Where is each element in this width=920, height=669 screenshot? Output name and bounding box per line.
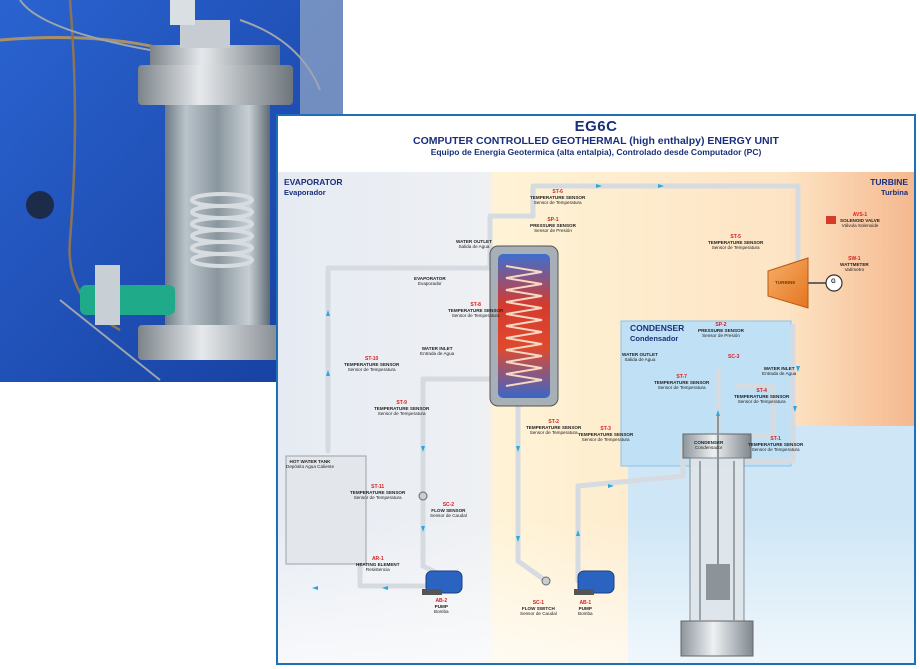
label-st9: ST-9 TEMPERATURE SENSOR Sensor de Temper…: [374, 400, 430, 417]
label-st10: ST-10 TEMPERATURE SENSOR Sensor de Tempe…: [344, 356, 400, 373]
flow-arrows: [312, 184, 800, 590]
hot-water-tank: [285, 455, 367, 565]
section-turbine-en: TURBINE: [870, 177, 908, 187]
label-st11: ST-11 TEMPERATURE SENSOR Sensor de Tempe…: [350, 484, 406, 501]
tag-sp1: SP-1: [547, 217, 559, 223]
label-ar1: AR-1 HEATING ELEMENT Resistencia: [356, 556, 400, 573]
label-st2: ST-2 TEMPERATURE SENSOR Sensor de Temper…: [526, 419, 582, 436]
label-st1: ST-1 TEMPERATURE SENSOR Sensor de Temper…: [748, 436, 804, 453]
turbine: [767, 257, 809, 309]
label-ab2: AB-2 PUMP Bomba: [434, 598, 449, 615]
section-condenser: CONDENSER Condensador: [630, 323, 685, 343]
label-st3: ST-3 TEMPERATURE SENSOR Sensor de Temper…: [578, 426, 634, 443]
label-st4: ST-4 TEMPERATURE SENSOR Sensor de Temper…: [734, 388, 790, 405]
section-evaporator-es: Evaporador: [284, 187, 326, 197]
label-sc3: SC-3: [728, 354, 740, 360]
label-hot-water-tank: HOT WATER TANK Depósito Agua Caliente: [286, 459, 335, 470]
label-condenser-box: CONDENSER Condensador: [694, 440, 724, 451]
label-sc2: SC-2 FLOW SENSOR Sensor de Caudal: [430, 502, 467, 519]
diagram-code: EG6C: [574, 118, 618, 135]
diagram-header: EG6C COMPUTER CONTROLLED GEOTHERMAL (hig…: [278, 116, 914, 176]
section-condenser-en: CONDENSER: [630, 323, 685, 333]
diagram-panel: EG6C COMPUTER CONTROLLED GEOTHERMAL (hig…: [276, 114, 916, 665]
diagram-title: COMPUTER CONTROLLED GEOTHERMAL (high ent…: [413, 135, 779, 147]
label-ab1: AB-1 PUMP Bomba: [578, 600, 593, 617]
tag-st6: ST-6: [552, 189, 563, 195]
label-water-inlet-cond: WATER INLET Entrada de Agua: [762, 366, 797, 377]
evaporator-coil: [505, 265, 543, 387]
section-evaporator-en: EVAPORATOR: [284, 177, 343, 187]
diagram-subtitle: Equipo de Energia Geotermica (alta ental…: [430, 147, 762, 157]
section-condenser-es: Condensador: [630, 333, 679, 343]
label-st5: ST-5 TEMPERATURE SENSOR Sensor de Temper…: [708, 234, 764, 251]
label-avs1: AVS-1 SOLENOID VALVE Válvula Solenoide: [840, 212, 880, 229]
label-sp2: SP-2 PRESSURE SENSOR Sensor de Presión: [698, 322, 744, 339]
label-water-outlet-cond: WATER OUTLET Salida de Agua: [622, 352, 658, 363]
label-water-inlet-left: WATER INLET Entrada de Agua: [420, 346, 455, 357]
label-sw1: SW-1 WATTMETER Vatímetro: [840, 256, 869, 273]
pump-ab2: [422, 570, 463, 595]
label-generator: G: [831, 279, 836, 285]
section-evaporator: EVAPORATOR Evaporador: [284, 177, 343, 197]
diagram-graphics: [278, 172, 914, 663]
label-turbine-box: TURBINE: [775, 280, 796, 285]
label-evaporator: EVAPORATOR Evaporador: [414, 276, 446, 287]
generator: [825, 274, 843, 292]
section-turbine-es: Turbina: [881, 187, 908, 197]
label-sc1: SC-1 FLOW SWITCH Sensor de Caudal: [520, 600, 557, 617]
label-st6: ST-6 TEMPERATURE SENSOR Sensor de Temper…: [530, 189, 586, 206]
condenser-column: [680, 416, 754, 657]
pump-ab1: [574, 570, 615, 595]
label-st8: ST-8 TEMPERATURE SENSOR Sensor de Temper…: [448, 302, 504, 319]
solenoid-valve: [826, 216, 836, 224]
section-turbine: TURBINE Turbina: [870, 177, 908, 197]
label-water-outlet-top: WATER OUTLET Salida de Agua: [456, 239, 492, 250]
label-sp1: SP-1 PRESSURE SENSOR Sensor de Presión: [530, 217, 576, 234]
label-st7: ST-7 TEMPERATURE SENSOR Sensor de Temper…: [654, 374, 710, 391]
